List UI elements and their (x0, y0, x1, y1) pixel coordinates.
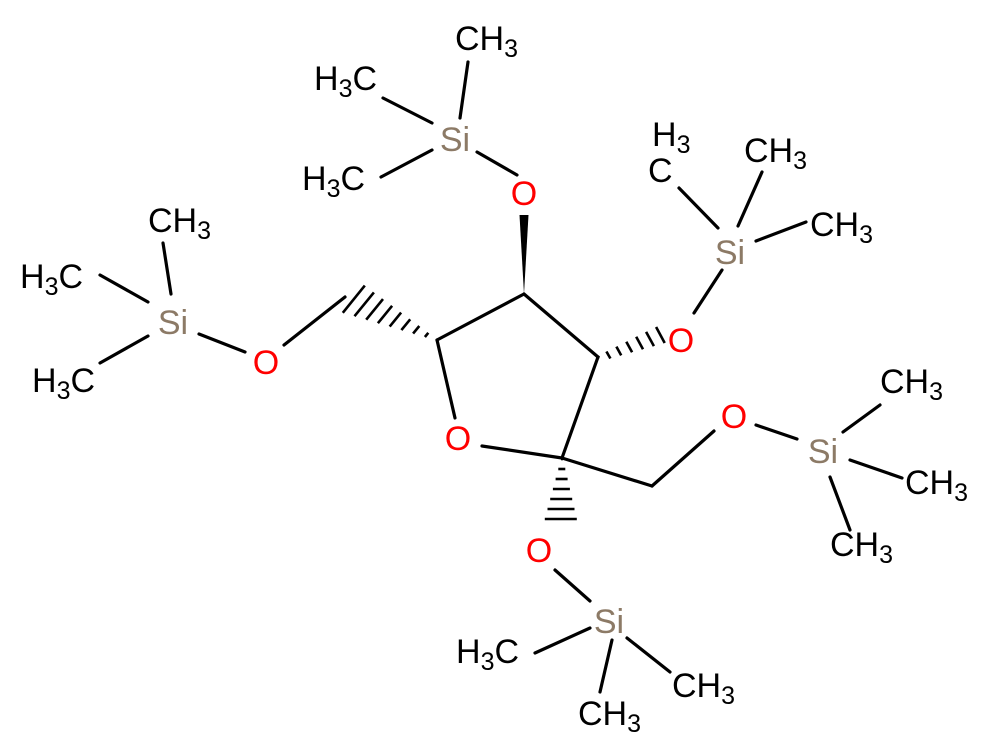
methyl-far-right-1: CH3 (880, 363, 943, 406)
methyl-top-3: H3C (302, 160, 365, 203)
ring-bond-oring-c1 (435, 338, 457, 420)
bond-lines (98, 60, 904, 694)
atom-labels: O O O O O O Si Si Si Si Si CH3 H3C H3C H… (20, 20, 968, 738)
bond-o-si-right (692, 268, 724, 315)
bond-si-me2-left (98, 273, 150, 304)
methyl-top-1: CH3 (455, 20, 518, 63)
methyl-left-3: H3C (32, 362, 95, 405)
oxygen-ring-label: O (445, 420, 471, 458)
bond-si-me1-bottom (533, 626, 592, 655)
bond-si-me1-right (677, 186, 720, 230)
bond-ch2-o-left (282, 295, 347, 347)
methyl-right-3: CH3 (810, 206, 873, 249)
ring-bond-c4-oring (480, 444, 564, 460)
bond-si-me3-bottom (598, 638, 614, 694)
bond-si-me1-far-right (841, 403, 882, 434)
bond-si-me2-far-right (848, 458, 904, 480)
silicon-right-label: Si (715, 234, 745, 272)
bond-si-me2-bottom (625, 636, 672, 674)
wedge-bond-c2-o-top (519, 215, 529, 294)
bond-si-me3-top (379, 148, 434, 179)
oxygen-far-right-label: O (721, 398, 747, 436)
silicon-far-right-label: Si (808, 433, 838, 471)
methyl-right-1-c: C (648, 152, 673, 190)
methyl-bottom-3: CH3 (578, 695, 641, 738)
methyl-right-2: CH3 (744, 132, 807, 175)
bond-si-me1-left (161, 241, 173, 296)
ring-bond-c1-c2 (435, 292, 526, 342)
methyl-bottom-2: CH3 (672, 667, 735, 710)
oxygen-top-label: O (511, 175, 537, 213)
ring-bond-c3-c4 (560, 355, 600, 460)
hashed-bond-c3-o-right (596, 326, 666, 360)
methyl-top-2: H3C (314, 60, 377, 103)
methyl-left-2: H3C (20, 258, 83, 301)
bond-o-si-far-right (754, 423, 799, 441)
oxygen-right-label: O (668, 322, 694, 360)
oxygen-bottom-label: O (526, 532, 552, 570)
bond-o-si-bottom (553, 568, 592, 603)
methyl-far-right-2: CH3 (905, 464, 968, 507)
methyl-left-1: CH3 (148, 202, 211, 245)
hashed-bond-c4-o-bottom (544, 457, 577, 521)
methyl-far-right-3: CH3 (830, 526, 893, 569)
silicon-top-label: Si (440, 121, 470, 159)
bond-si-me2-top (381, 96, 434, 125)
bond-si-me3-right (754, 220, 808, 243)
bond-c4-ch2-right (560, 456, 654, 488)
bond-si-me3-left (98, 334, 150, 365)
bond-si-me1-top (458, 60, 470, 120)
silicon-left-label: Si (158, 304, 188, 342)
bond-o-si-left (197, 332, 247, 354)
methyl-right-1-h3: H3 (652, 116, 690, 159)
bond-ch2-o-right (650, 429, 716, 488)
oxygen-left-label: O (253, 344, 279, 382)
bond-si-me2-right (736, 170, 764, 228)
silicon-bottom-label: Si (594, 603, 624, 641)
bond-si-me3-far-right (828, 475, 852, 532)
hashed-bond-c1-ch2 (341, 284, 439, 342)
bond-o-si-top (475, 150, 519, 177)
ring-bond-c2-c3 (522, 292, 600, 359)
methyl-bottom-1: H3C (456, 633, 519, 676)
